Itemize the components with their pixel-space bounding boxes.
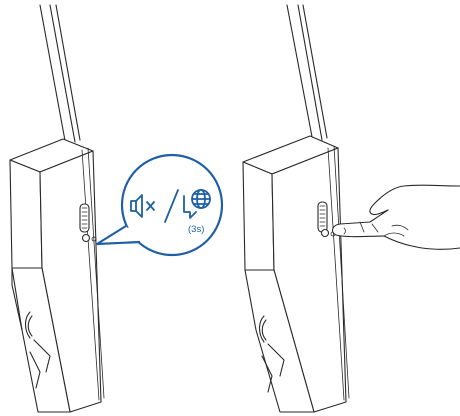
right-device [242,4,460,413]
globe-speech-icon [183,189,211,219]
divider-slash [164,189,179,223]
pointing-hand-icon [331,184,460,250]
callout-bubble: (3s) [95,153,224,257]
hold-duration-label: (3s) [188,224,204,235]
left-device [9,4,105,413]
speaker-mute-icon [130,194,155,218]
